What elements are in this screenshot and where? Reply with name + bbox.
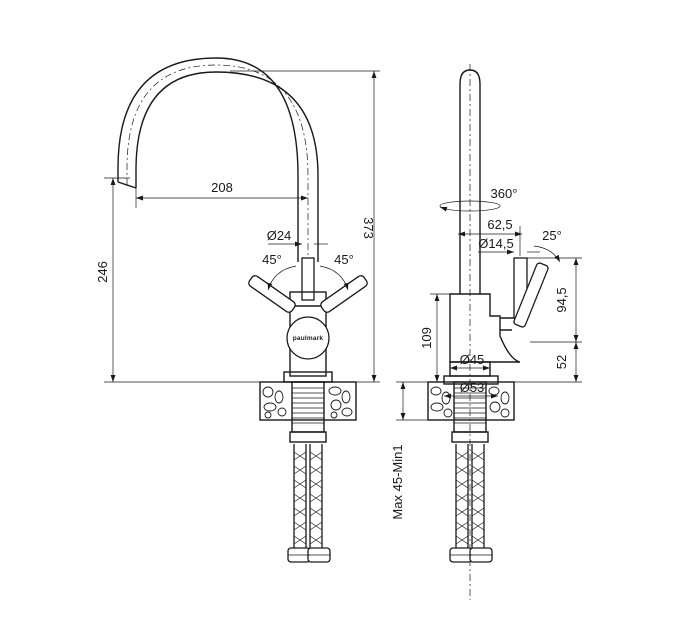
label-side-lever-diameter: Ø14,5 (478, 236, 513, 251)
dim-reach: 208 (135, 180, 308, 208)
label-front-lever-diameter: Ø24 (267, 228, 292, 243)
label-lever-angle-left: 45° (262, 252, 282, 267)
front-spout (117, 57, 319, 268)
label-total-height: 373 (361, 217, 376, 239)
front-lever-right (320, 275, 368, 313)
dim-countertop: Max 45-Min1 (390, 381, 428, 520)
label-base-diameter: Ø53 (460, 380, 485, 395)
dim-total-height: 373 (230, 70, 380, 383)
front-hoses (287, 444, 331, 563)
label-lever-height: 94,5 (554, 287, 569, 312)
side-hoses (449, 444, 493, 563)
dim-base-diameter: Ø53 (444, 380, 498, 399)
side-body (443, 293, 521, 385)
side-lever (500, 257, 549, 331)
dim-spout-height: 246 (95, 177, 260, 383)
dim-offset: 62,5 (458, 217, 522, 256)
dim-lever-angle-right: 45° (319, 252, 354, 291)
label-offset: 62,5 (487, 217, 512, 232)
label-body-height: 109 (419, 327, 434, 349)
label-side-lever-angle: 25° (542, 228, 562, 243)
label-lever-base: 52 (554, 355, 569, 369)
label-body-diameter: Ø45 (460, 352, 485, 367)
dim-lever-angle-left: 45° (262, 252, 297, 291)
front-body: paulmark (283, 257, 333, 383)
dim-lever-height: 94,5 (527, 257, 582, 343)
front-threaded-stud (289, 381, 327, 443)
front-lever-left (248, 275, 296, 313)
dim-body-height: 109 (419, 293, 450, 383)
dim-side-lever-angle: 25° (533, 228, 562, 263)
label-reach: 208 (211, 180, 233, 195)
dim-front-lever-diameter: Ø24 (267, 228, 328, 247)
dim-lever-base: 52 (498, 342, 582, 383)
label-spout-height: 246 (95, 261, 110, 283)
side-spout (459, 64, 481, 600)
label-rotation: 360° (491, 186, 518, 201)
brand-logo-text: paulmark (293, 335, 324, 342)
brand-badge (286, 316, 330, 360)
side-view: 360° 62,5 Ø14,5 25° 94,5 (390, 64, 582, 600)
label-countertop: Max 45-Min1 (390, 444, 405, 519)
dim-body-diameter: Ø45 (450, 352, 490, 371)
side-lever-tilted (513, 262, 549, 328)
label-lever-angle-right: 45° (334, 252, 354, 267)
dim-side-lever-diameter: Ø14,5 (478, 236, 540, 255)
front-view: paulmark (95, 57, 380, 563)
dim-rotation: 360° (439, 186, 518, 212)
